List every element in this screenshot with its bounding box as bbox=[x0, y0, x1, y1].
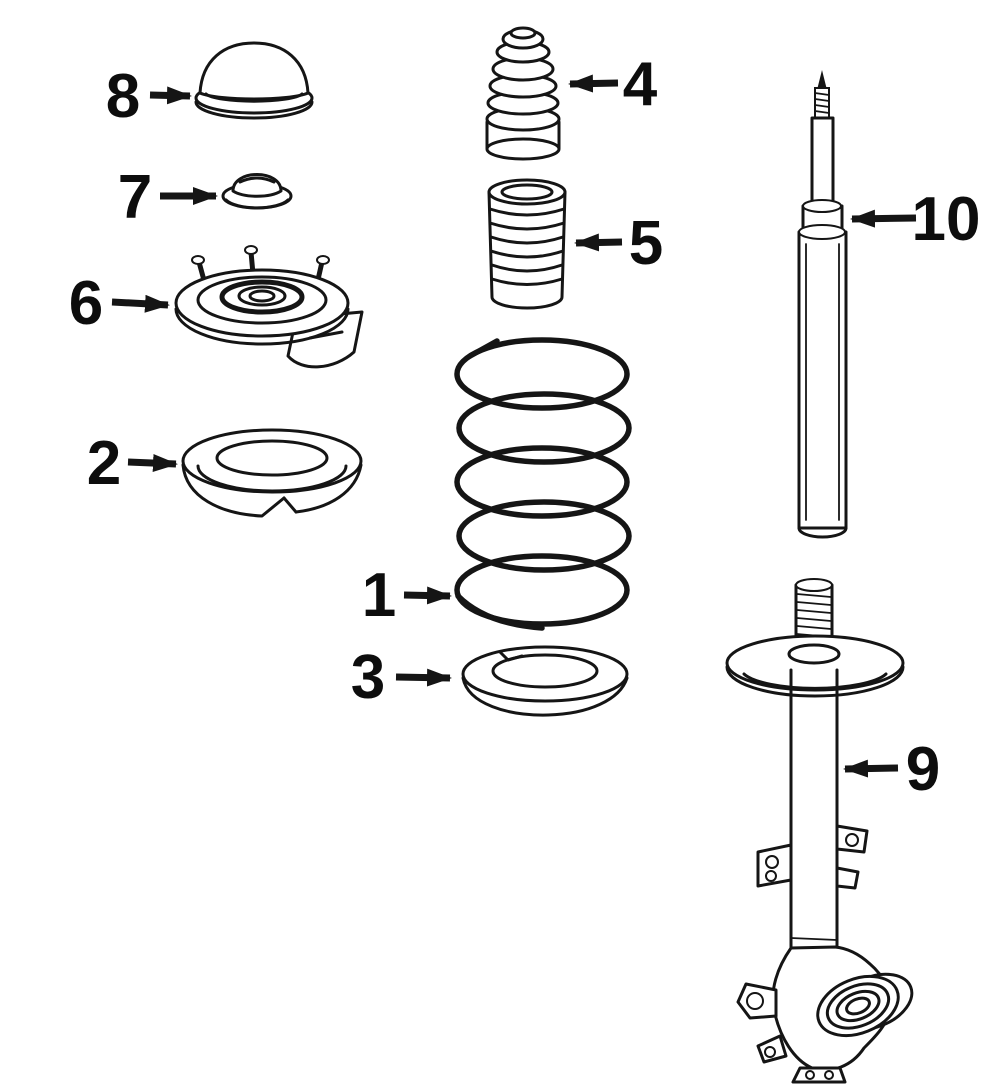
part-dust-cap bbox=[194, 41, 314, 120]
callout-arrow bbox=[149, 86, 192, 105]
part-coil-spring bbox=[454, 337, 632, 631]
part-bump-stop bbox=[485, 26, 561, 161]
callout-arrow bbox=[850, 209, 917, 228]
part-mount-cap bbox=[221, 173, 293, 210]
callout-label: 8 bbox=[106, 62, 140, 131]
callout-label: 7 bbox=[118, 163, 152, 232]
callout-arrow bbox=[568, 74, 619, 93]
callout-arrow bbox=[395, 668, 452, 687]
callout-arrow bbox=[127, 454, 178, 473]
part-lower-spring-seat bbox=[461, 645, 629, 717]
callout-5: 5 bbox=[574, 209, 663, 278]
callout-2: 2 bbox=[87, 429, 178, 498]
callout-label: 2 bbox=[87, 429, 121, 498]
part-dust-boot bbox=[487, 178, 567, 310]
part-upper-spring-insulator bbox=[181, 428, 363, 518]
part-strut-housing-knuckle bbox=[725, 578, 914, 1084]
callout-arrow bbox=[843, 759, 899, 778]
callout-label: 6 bbox=[69, 269, 103, 338]
part-shock-cartridge bbox=[797, 70, 848, 539]
axle-boss bbox=[816, 972, 914, 1038]
callout-label: 10 bbox=[912, 185, 981, 254]
callout-label: 1 bbox=[362, 561, 396, 630]
callout-7: 7 bbox=[118, 163, 218, 232]
callout-8: 8 bbox=[106, 62, 192, 131]
callout-3: 3 bbox=[351, 643, 452, 712]
callout-label: 4 bbox=[623, 50, 658, 119]
callout-10: 10 bbox=[850, 185, 981, 254]
callout-label: 3 bbox=[351, 643, 385, 712]
callout-9: 9 bbox=[843, 735, 940, 804]
rod-tip bbox=[817, 70, 827, 90]
part-strut-mount bbox=[174, 245, 364, 369]
callout-label: 5 bbox=[629, 209, 663, 278]
callout-label: 9 bbox=[906, 735, 940, 804]
callout-4: 4 bbox=[568, 50, 658, 119]
callout-arrow bbox=[574, 233, 623, 252]
callout-1: 1 bbox=[362, 561, 452, 630]
callout-arrow bbox=[403, 586, 452, 605]
callout-6: 6 bbox=[69, 269, 170, 338]
callout-arrow bbox=[111, 294, 170, 313]
